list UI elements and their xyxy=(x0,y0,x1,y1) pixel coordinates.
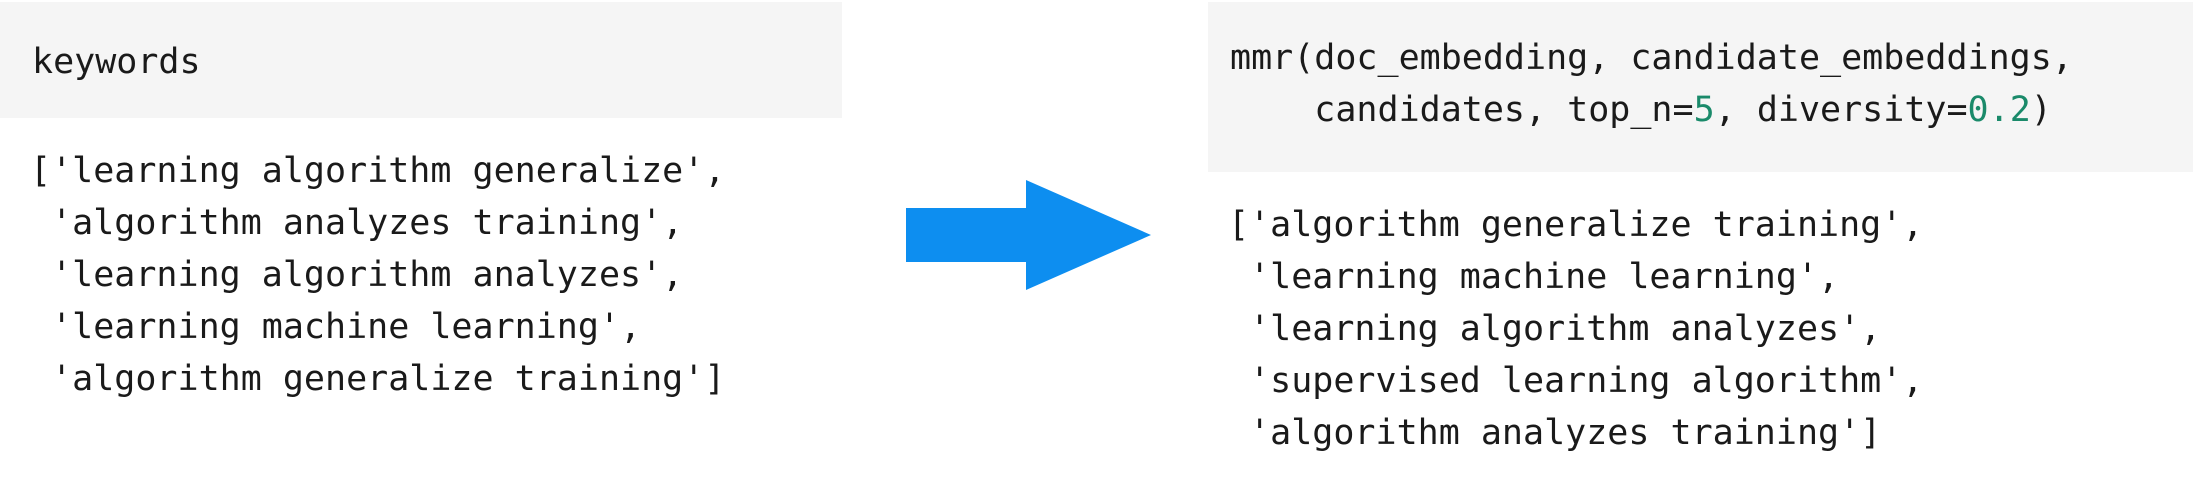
right-input-code: mmr(doc_embedding, candidate_embeddings,… xyxy=(1230,32,2073,136)
left-input-code: keywords xyxy=(32,42,201,82)
right-output: ['algorithm generalize training', 'learn… xyxy=(1228,199,1923,459)
left-input-cell[interactable]: keywords xyxy=(0,2,842,118)
top-n-value: 5 xyxy=(1693,90,1715,130)
left-output: ['learning algorithm generalize', 'algor… xyxy=(30,145,725,405)
left-output-line: 'algorithm generalize training'] xyxy=(30,359,726,399)
left-output-line: ['learning algorithm generalize', xyxy=(30,151,726,191)
left-output-line: 'learning machine learning', xyxy=(30,307,642,347)
code-text: candidates, top_n= xyxy=(1230,90,1694,130)
right-output-line: 'learning machine learning', xyxy=(1228,257,1840,297)
diversity-value: 0.2 xyxy=(1967,90,2031,130)
arrow-shape xyxy=(906,180,1151,290)
right-output-line: ['algorithm generalize training', xyxy=(1228,205,1924,245)
right-output-line: 'supervised learning algorithm', xyxy=(1228,361,1924,401)
right-input-line-1: mmr(doc_embedding, candidate_embeddings, xyxy=(1230,38,2073,78)
right-input-cell[interactable]: mmr(doc_embedding, candidate_embeddings,… xyxy=(1208,2,2193,172)
right-output-line: 'learning algorithm analyzes', xyxy=(1228,309,1882,349)
right-arrow-icon xyxy=(906,180,1151,290)
right-input-line-2: candidates, top_n=5, diversity=0.2) xyxy=(1230,84,2073,136)
code-text: , diversity= xyxy=(1714,90,1968,130)
code-text: ) xyxy=(2030,90,2052,130)
left-output-line: 'learning algorithm analyzes', xyxy=(30,255,684,295)
right-output-line: 'algorithm analyzes training'] xyxy=(1228,413,1882,453)
left-output-line: 'algorithm analyzes training', xyxy=(30,203,684,243)
